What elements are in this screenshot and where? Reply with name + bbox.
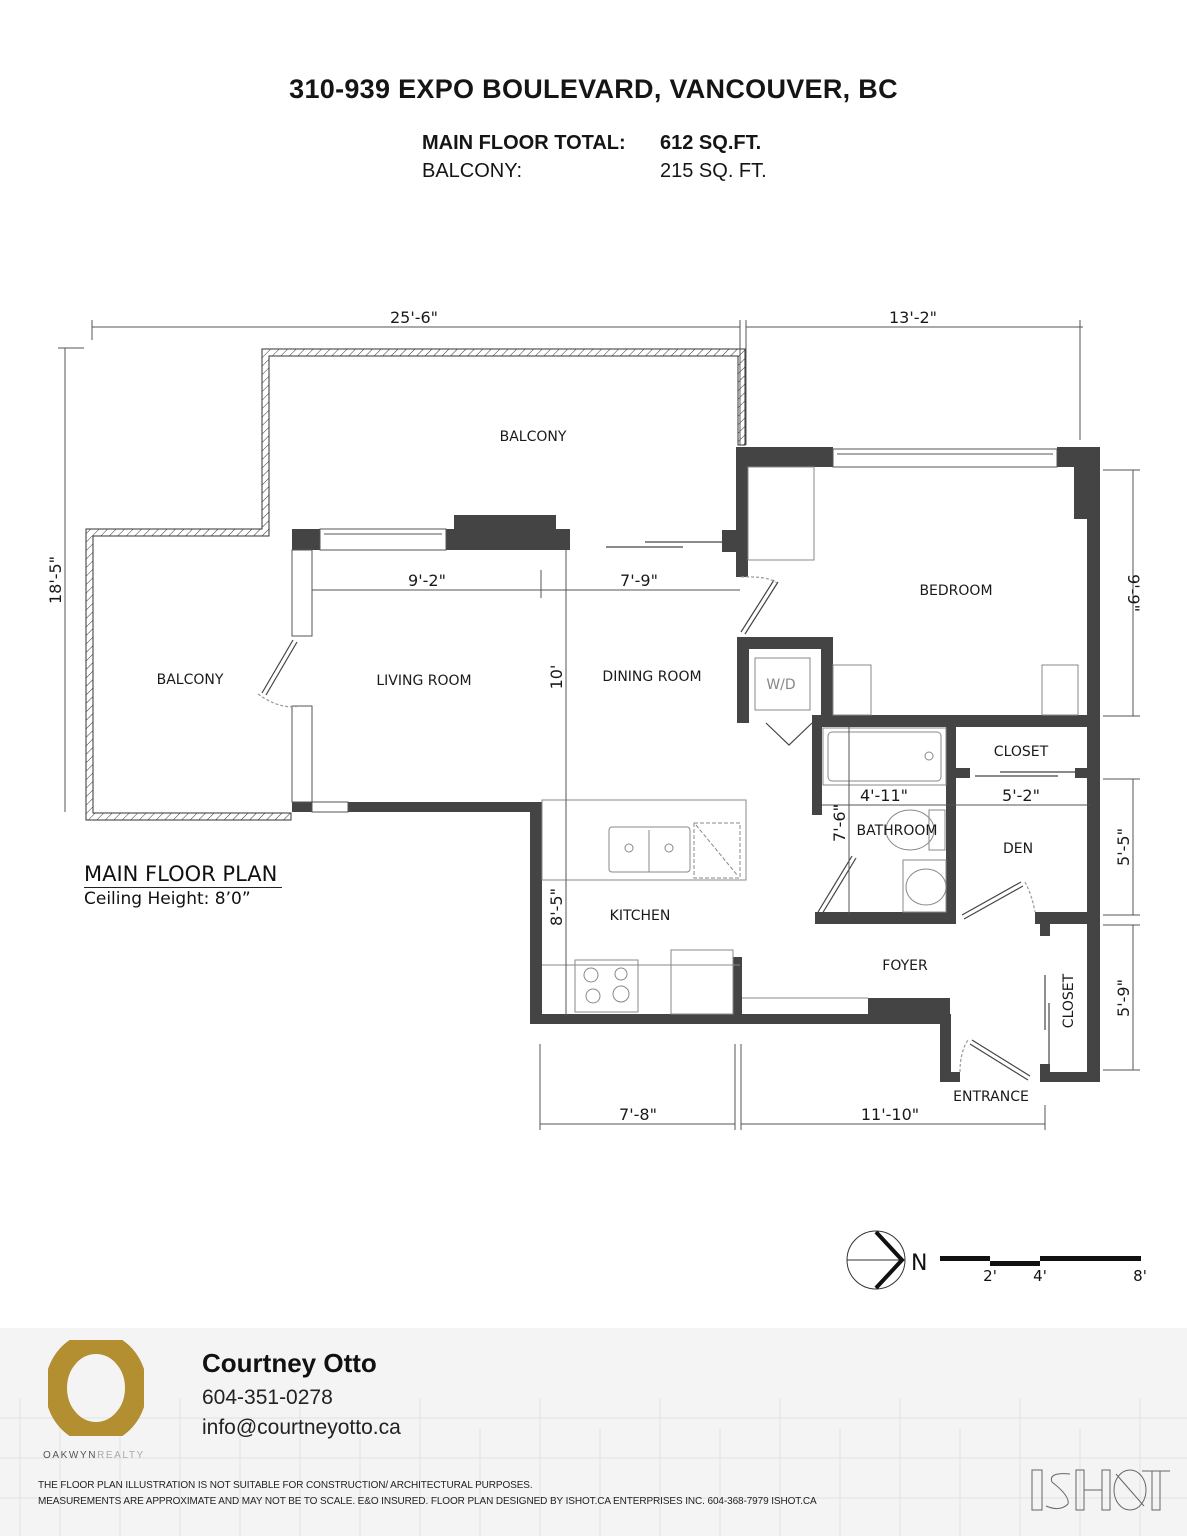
room-label-balcony-top: BALCONY — [500, 429, 567, 445]
room-label-wd: W/D — [766, 677, 795, 693]
dim-left-height: 18'-5" — [46, 556, 65, 604]
agent-email[interactable]: info@courtneyotto.ca — [202, 1416, 401, 1439]
room-label-dining-room: DINING ROOM — [602, 669, 701, 685]
dim-den-width: 5'-2" — [1002, 786, 1040, 805]
disclaimer-line-2: MEASUREMENTS ARE APPROXIMATE AND MAY NOT… — [38, 1496, 817, 1507]
room-label-living-room: LIVING ROOM — [376, 673, 471, 689]
dim-bathroom-height: 7'-6" — [830, 804, 849, 842]
room-label-foyer: FOYER — [882, 958, 928, 974]
scale-bar: 2' 4' 8' — [940, 1256, 1147, 1285]
balcony-railing — [85, 348, 746, 821]
agent-phone[interactable]: 604-351-0278 — [202, 1386, 333, 1409]
property-address-title: 310-939 EXPO BOULEVARD, VANCOUVER, BC — [289, 74, 898, 104]
ishot-logo-icon — [1031, 1469, 1170, 1511]
dim-dining-width: 7'-9" — [620, 571, 658, 590]
dim-top-left: 25'-6" — [390, 308, 438, 327]
oakwyn-logo-icon — [48, 1340, 144, 1436]
room-label-bedroom: BEDROOM — [919, 583, 992, 599]
balcony-area-label: BALCONY: — [422, 160, 523, 182]
room-label-entrance: ENTRANCE — [953, 1089, 1029, 1105]
dimension-lines — [58, 320, 1140, 1130]
scale-tick-2: 2' — [983, 1267, 997, 1285]
agent-name: Courtney Otto — [202, 1348, 377, 1378]
fixtures — [541, 466, 1079, 1015]
dim-bathroom-width: 4'-11" — [860, 786, 908, 805]
doors — [257, 541, 1075, 1081]
compass-label: N — [911, 1251, 927, 1276]
windows — [291, 448, 1058, 813]
ceiling-height-note: Ceiling Height: 8’0” — [84, 889, 251, 909]
dim-kitchen-height: 8'-5" — [547, 888, 566, 926]
room-label-bathroom: BATHROOM — [856, 823, 937, 839]
dim-bottom-left: 7'-8" — [619, 1105, 657, 1124]
brand-name: OAKWYNREALTY — [43, 1450, 145, 1461]
dim-bedroom-height: 9'-9" — [1124, 574, 1143, 612]
footer-agent-band: OAKWYNREALTY Courtney Otto 604-351-0278 … — [0, 1328, 1187, 1536]
dim-den-height: 5'-5" — [1114, 828, 1133, 866]
north-arrow-icon: N — [846, 1230, 927, 1290]
room-label-kitchen: KITCHEN — [610, 908, 671, 924]
main-floor-area-value: 612 SQ.FT. — [660, 132, 762, 154]
plan-title: MAIN FLOOR PLAN — [84, 862, 282, 888]
exterior-walls — [292, 447, 1100, 1082]
room-label-balcony-left: BALCONY — [157, 672, 224, 688]
room-label-den: DEN — [1003, 841, 1033, 857]
main-floor-area-label: MAIN FLOOR TOTAL: — [422, 132, 626, 154]
scale-tick-8: 8' — [1133, 1267, 1147, 1285]
room-label-closet-entry: CLOSET — [1061, 973, 1077, 1028]
dim-closet-height: 5'-9" — [1114, 979, 1133, 1017]
balcony-area-value: 215 SQ. FT. — [660, 160, 767, 182]
brand-name-light: REALTY — [97, 1450, 145, 1461]
dim-top-right: 13'-2" — [889, 308, 937, 327]
ishot-watermark-pattern — [0, 1398, 1187, 1536]
disclaimer-line-1: THE FLOOR PLAN ILLUSTRATION IS NOT SUITA… — [38, 1480, 533, 1491]
brand-name-bold: OAKWYN — [43, 1450, 98, 1461]
dim-living-width: 9'-2" — [408, 571, 446, 590]
room-label-closet-den: CLOSET — [994, 744, 1049, 760]
scale-tick-4: 4' — [1033, 1267, 1047, 1285]
dim-dining-height: 10' — [547, 665, 566, 690]
dim-bottom-right: 11'-10" — [861, 1105, 919, 1124]
floor-plan-drawing: BALCONY BALCONY LIVING ROOM DINING ROOM … — [46, 308, 1147, 1290]
